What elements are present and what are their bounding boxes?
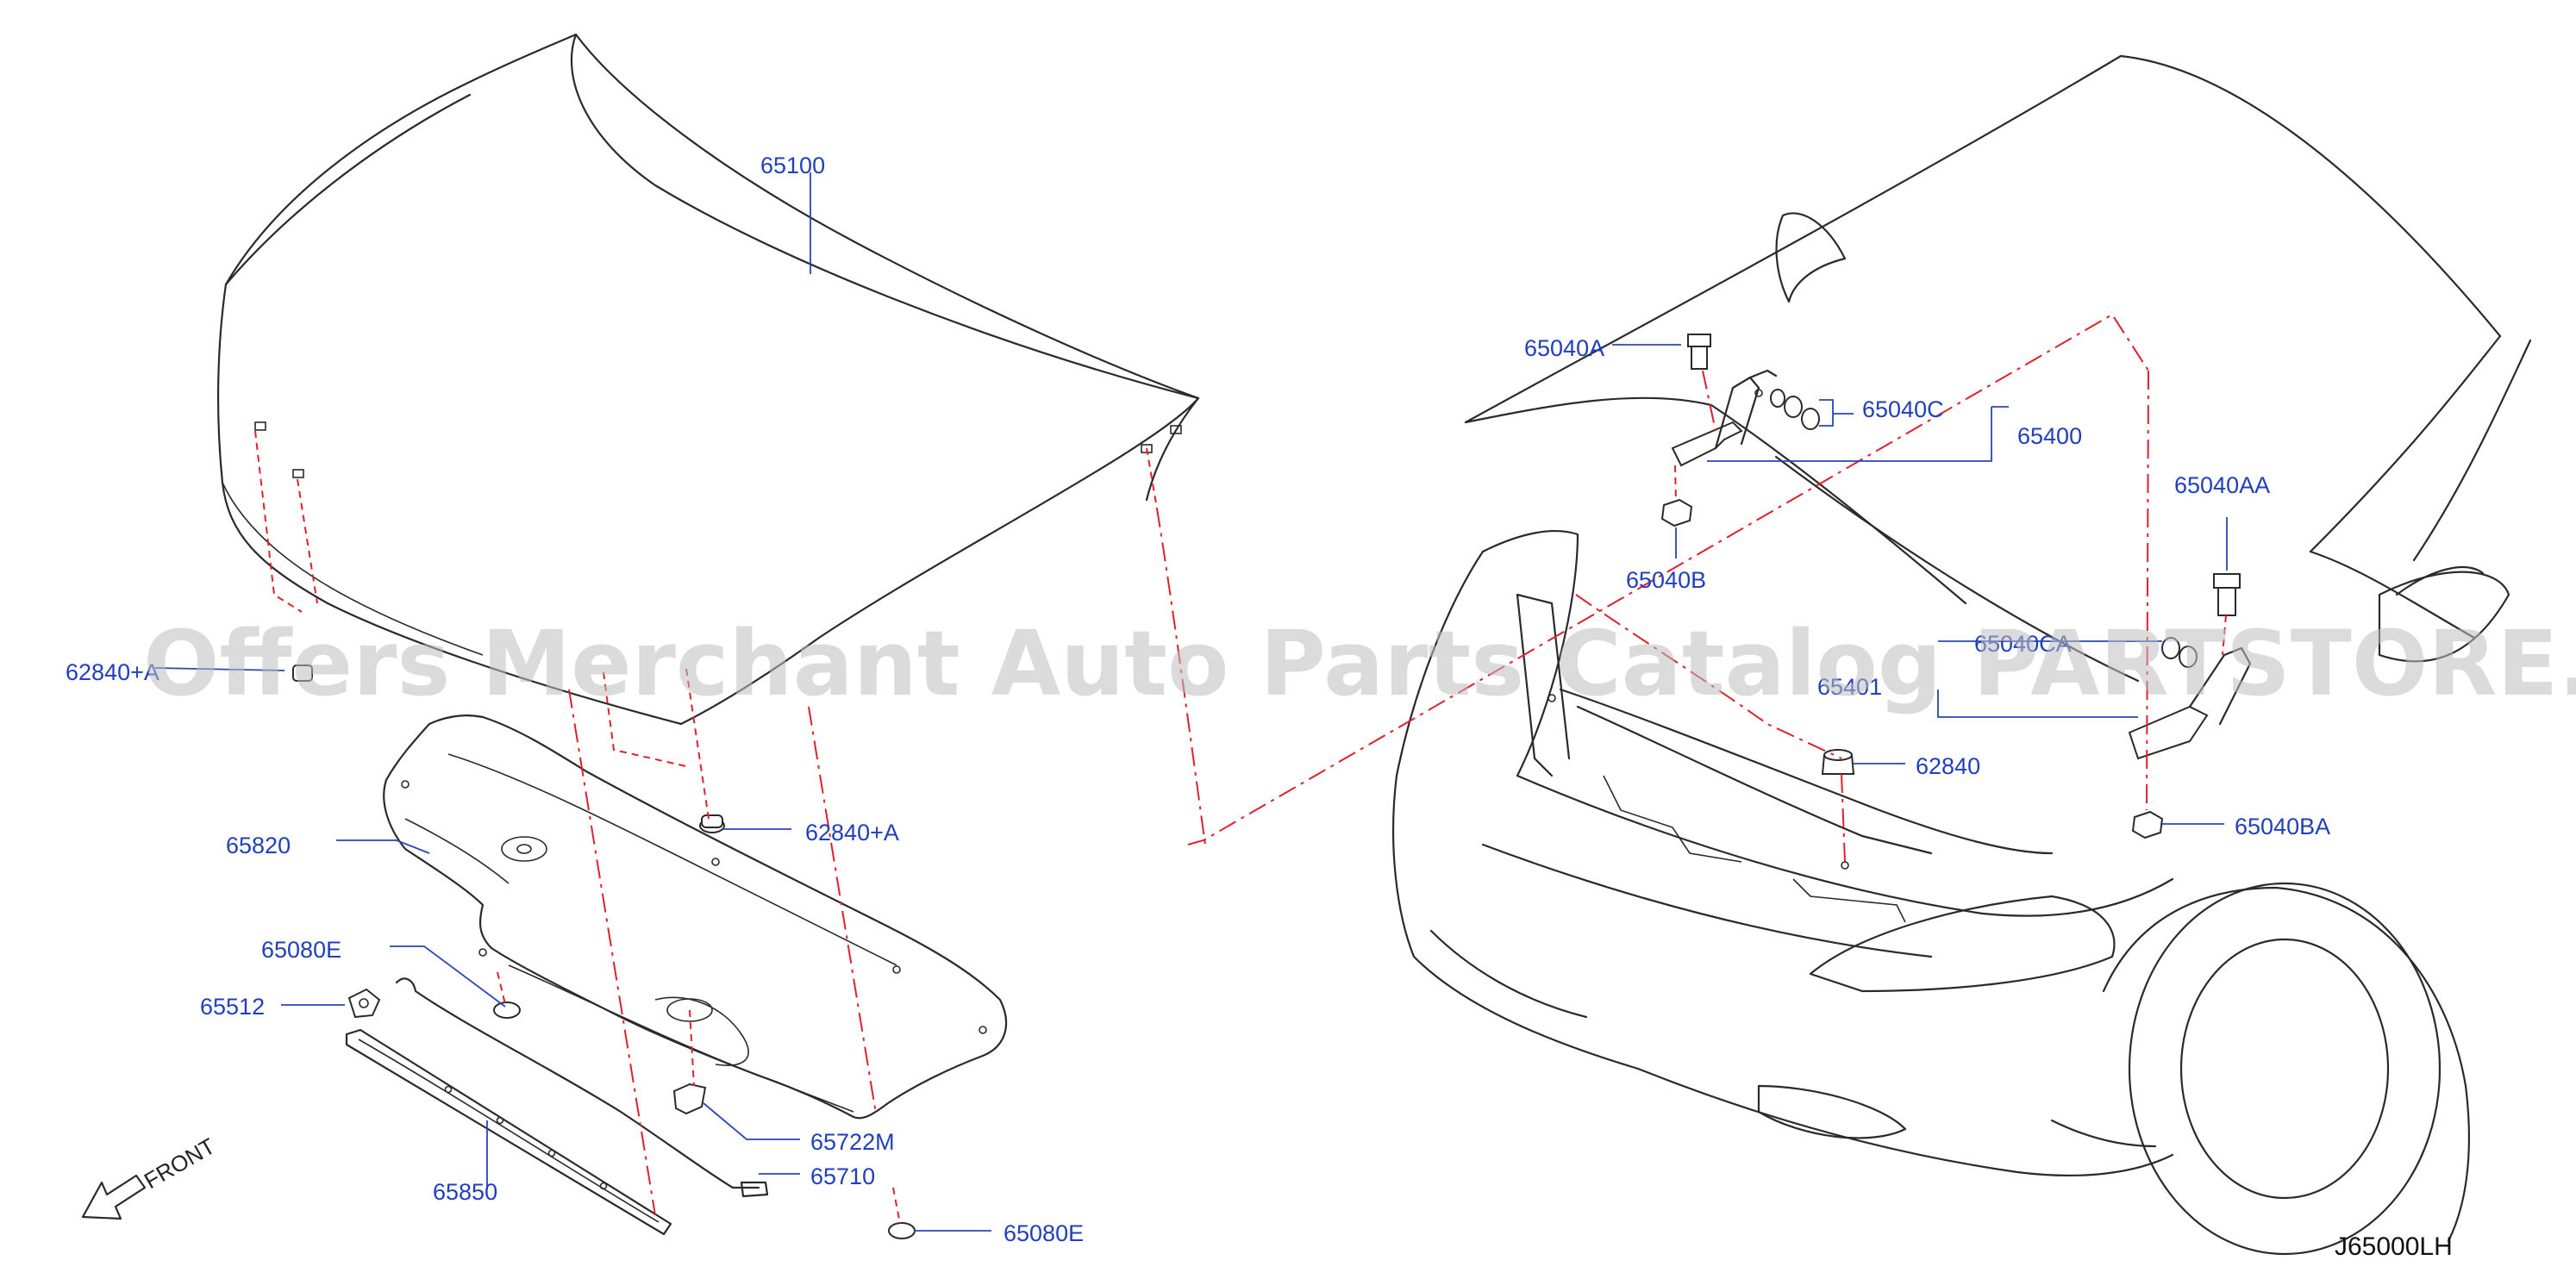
assembly-centerlines-left (254, 430, 1206, 1225)
bushings-65040ca[interactable] (2161, 637, 2198, 668)
bumper-rubber-62840[interactable] (1821, 749, 1855, 775)
clip-62840a-left[interactable] (292, 664, 313, 682)
label-65820: 65820 (226, 833, 291, 858)
clip-62840a-mid[interactable] (699, 814, 725, 833)
label-65401: 65401 (1817, 674, 1882, 700)
label-65710: 65710 (810, 1164, 875, 1189)
seal-strip-65850[interactable] (345, 1028, 672, 1236)
hood-panel-65100[interactable] (216, 33, 1200, 726)
watermark-text: Offers Merchant Auto Parts Catalog PARTS… (143, 611, 2576, 716)
cable-clip-65512[interactable] (347, 988, 381, 1019)
hood-insulator-65820[interactable] (383, 714, 1008, 1120)
label-65040ba: 65040BA (2235, 814, 2330, 839)
label-65040c: 65040C (1862, 396, 1944, 422)
hood-hinge-right-65401[interactable] (2128, 646, 2252, 760)
hood-stay-clip-65722m[interactable] (672, 1082, 707, 1115)
front-label: FRONT (140, 1132, 220, 1194)
label-62840: 62840 (1916, 753, 1980, 779)
label-65040b: 65040B (1626, 567, 1706, 593)
label-65080e-bottom: 65080E (1004, 1220, 1084, 1246)
label-65040aa: 65040AA (2174, 472, 2270, 498)
label-65850: 65850 (433, 1179, 497, 1205)
label-65722m: 65722M (810, 1129, 895, 1155)
hood-lock-cable-65710[interactable] (395, 977, 769, 1198)
grommet-65080e-bottom[interactable] (888, 1222, 916, 1239)
label-62840a-left: 62840+A (66, 659, 159, 685)
grommet-65080e-top[interactable] (493, 1001, 521, 1019)
label-65400: 65400 (2017, 423, 2082, 449)
hood-mount-holes (254, 421, 1182, 478)
hood-hinge-left-65400[interactable] (1671, 369, 1778, 467)
bolt-65040a[interactable] (1687, 334, 1711, 370)
assembly-centerlines-right (1187, 313, 2227, 870)
label-65080e-top: 65080E (261, 937, 341, 963)
vehicle-front-body (1391, 54, 2532, 1256)
diagram-code: J65000LH (2335, 1232, 2453, 1261)
label-65100: 65100 (760, 153, 825, 178)
label-65040a: 65040A (1524, 335, 1604, 361)
label-65040ca: 65040CA (1974, 631, 2072, 657)
label-62840a-mid: 62840+A (805, 820, 899, 845)
callout-labels: 65100 62840+A 65820 62840+A 65080E 65512… (66, 153, 2453, 1261)
nut-65040ba[interactable] (2131, 810, 2164, 839)
label-65512: 65512 (200, 994, 265, 1020)
bushings-65040c[interactable] (1770, 389, 1820, 430)
leader-lines (154, 172, 2228, 1232)
front-direction-arrow: FRONT (81, 1132, 220, 1220)
nut-65040b[interactable] (1660, 498, 1693, 527)
bolt-65040aa[interactable] (2213, 573, 2241, 616)
